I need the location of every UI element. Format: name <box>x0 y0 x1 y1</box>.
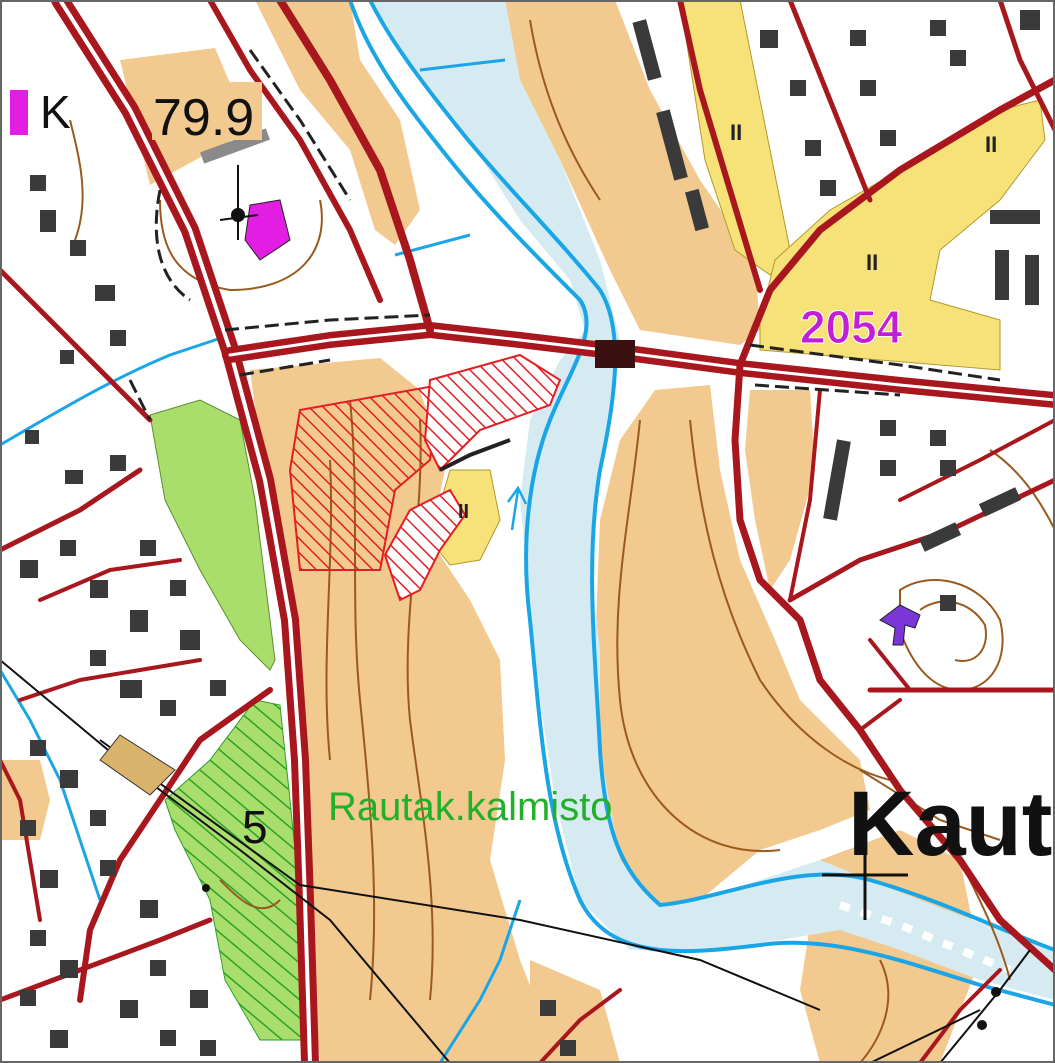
buildings <box>20 10 1040 1056</box>
utility-poles <box>202 884 1001 1030</box>
paths <box>128 49 1001 421</box>
label-roman-4: II <box>458 501 469 523</box>
label-2054: 2054 <box>800 301 903 353</box>
protected-site <box>288 353 562 602</box>
flow-arrow-icon <box>506 485 528 531</box>
park-area <box>149 399 276 671</box>
bridge-symbol <box>595 340 635 368</box>
footbridge <box>99 734 176 796</box>
label-contour-5: 5 <box>242 801 268 853</box>
elevation-label-bg <box>152 82 262 140</box>
label-roman-3: II <box>866 250 878 275</box>
number-label-bg <box>795 295 925 347</box>
benchmark-cross-icon <box>822 845 908 920</box>
label-site-name: Rautak.kalmisto <box>328 785 613 829</box>
church-symbol <box>219 165 259 240</box>
label-elevation: 79.9 <box>153 89 254 147</box>
label-roman-2: II <box>985 132 997 157</box>
label-k: K <box>40 86 71 138</box>
label-place-name: Kaut <box>848 773 1052 875</box>
label-roman-1: II <box>730 120 742 145</box>
special-buildings <box>10 90 921 646</box>
